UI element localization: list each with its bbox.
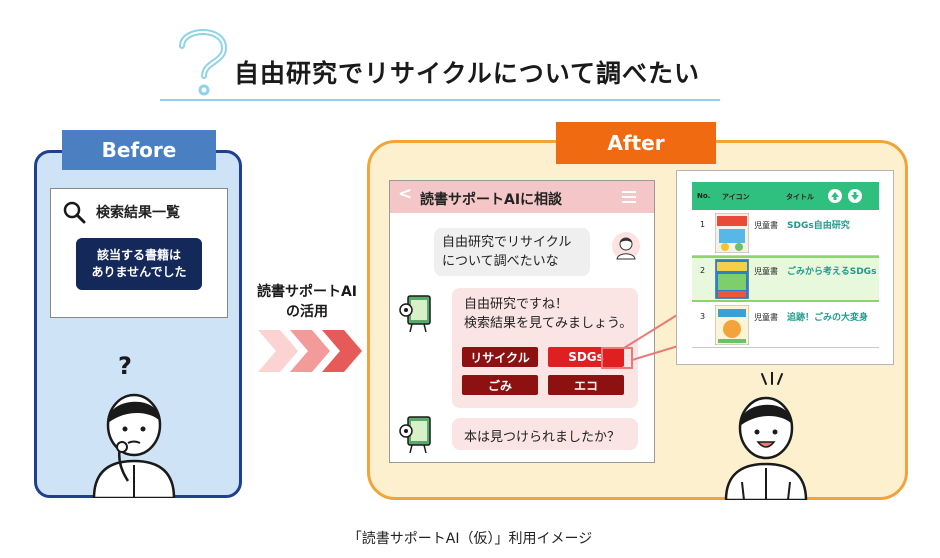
results-header bbox=[692, 182, 879, 210]
ai-usage-label: 読書サポートAI の活用 bbox=[248, 282, 366, 322]
before-tag: Before bbox=[62, 130, 216, 170]
sort-down-icon[interactable] bbox=[848, 189, 862, 203]
column-header-no: No. bbox=[697, 192, 711, 200]
search-results-label: 検索結果一覧 bbox=[96, 205, 180, 221]
row-category: 児童書 bbox=[754, 313, 778, 322]
book-cover-icon bbox=[715, 305, 749, 345]
keyword-chip-eco[interactable]: エコ bbox=[548, 375, 624, 395]
user-message-line2: について調べたいな bbox=[442, 254, 559, 269]
row-number: 3 bbox=[700, 312, 706, 321]
title-underline bbox=[160, 99, 720, 101]
bot-message-line1: 自由研究ですね！ bbox=[464, 297, 569, 312]
robot-avatar-icon bbox=[399, 416, 431, 454]
user-avatar-icon bbox=[612, 232, 640, 260]
row-title[interactable]: SDGs自由研究 bbox=[787, 221, 850, 231]
ai-usage-line1: 読書サポートAI bbox=[256, 284, 358, 300]
column-header-title: タイトル bbox=[786, 193, 814, 201]
no-result-line1: 該当する書籍は bbox=[96, 248, 181, 262]
excitement-marks-icon bbox=[761, 372, 783, 385]
no-result-message: 該当する書籍は ありませんでした bbox=[76, 238, 202, 290]
bot-message-text: 自由研究ですね！ 検索結果を見てみましょう。 bbox=[464, 295, 632, 333]
row-category: 児童書 bbox=[754, 267, 778, 276]
happy-person-illustration bbox=[724, 396, 808, 500]
book-cover-icon bbox=[715, 213, 749, 253]
row-number: 2 bbox=[700, 266, 706, 275]
row-number: 1 bbox=[700, 220, 706, 229]
keyword-chip-sdgs[interactable]: SDGs bbox=[548, 347, 624, 367]
robot-avatar-icon bbox=[399, 295, 431, 333]
row-title[interactable]: 追跡！ごみの大変身 bbox=[787, 313, 869, 323]
confused-person-illustration bbox=[92, 393, 176, 498]
question-mark: ? bbox=[118, 352, 132, 380]
back-chevron-icon[interactable]: < bbox=[398, 184, 413, 204]
column-header-icon: アイコン bbox=[722, 193, 750, 201]
bot-question-text: 本は見つけられましたか？ bbox=[464, 430, 621, 445]
search-icon bbox=[63, 201, 86, 224]
question-mark-icon bbox=[179, 29, 228, 96]
bot-message-line2: 検索結果を見てみましょう。 bbox=[464, 316, 633, 331]
menu-icon[interactable] bbox=[622, 191, 636, 203]
figure-caption: 「読書サポートAI（仮）」利用イメージ bbox=[347, 531, 593, 547]
user-message-line1: 自由研究でリサイクル bbox=[442, 235, 572, 250]
row-title[interactable]: ごみから考えるSDGs bbox=[787, 267, 877, 277]
row-category: 児童書 bbox=[754, 221, 778, 230]
no-result-line2: ありませんでした bbox=[91, 265, 187, 279]
keyword-chip-recycle[interactable]: リサイクル bbox=[462, 347, 538, 367]
page-title: 自由研究でリサイクルについて調べたい bbox=[234, 59, 701, 88]
user-message-bubble: 自由研究でリサイクル について調べたいな bbox=[434, 228, 590, 276]
chat-header bbox=[390, 181, 654, 213]
bot-question-bubble bbox=[452, 418, 638, 450]
sort-up-icon[interactable] bbox=[828, 189, 842, 203]
book-cover-icon bbox=[715, 259, 749, 299]
arrow-chevrons-icon bbox=[258, 330, 362, 372]
ai-usage-line2: の活用 bbox=[286, 304, 328, 320]
after-tag: After bbox=[556, 122, 716, 164]
keyword-chip-gomi[interactable]: ごみ bbox=[462, 375, 538, 395]
chat-title: 読書サポートAIに相談 bbox=[420, 192, 563, 208]
